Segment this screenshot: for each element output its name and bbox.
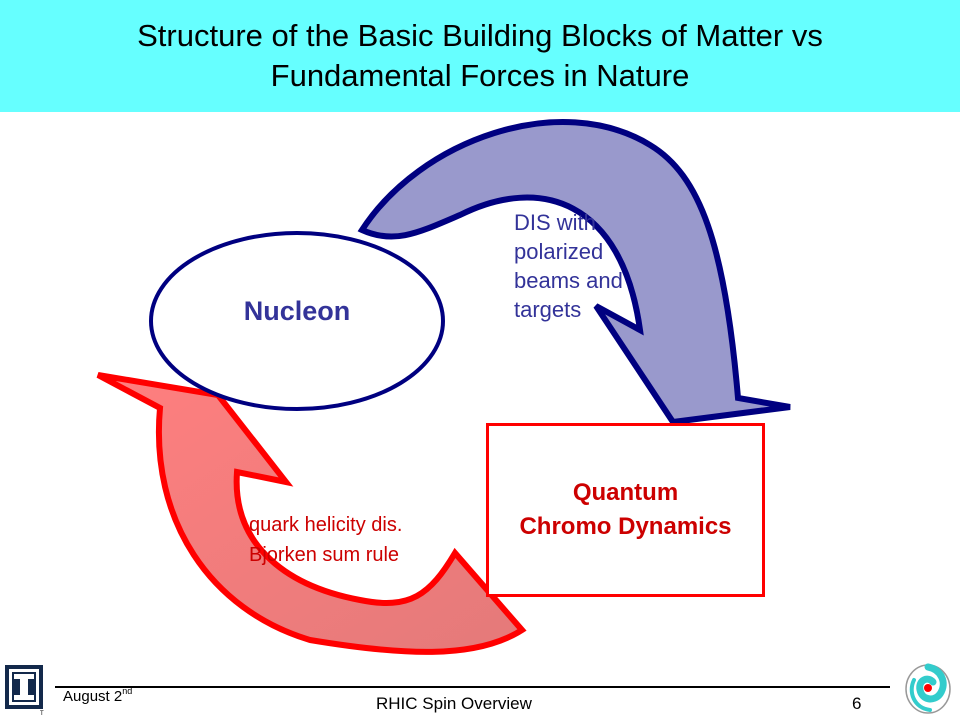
footer-date-text: August 2 — [63, 688, 123, 705]
slide-title-line-2: Fundamental Forces in Nature — [270, 58, 690, 93]
qcd-line-1: Quantum — [572, 479, 679, 506]
qcd-box: Quantum Chromo Dynamics — [486, 423, 765, 597]
title-bar: Structure of the Basic Building Blocks o… — [0, 0, 960, 112]
quark-annotation: quark helicity dis. Bjorken sum rule — [249, 510, 402, 570]
qcd-line-2: Chromo Dynamics — [519, 513, 732, 540]
dis-line-4: targets — [514, 297, 582, 322]
footer-title: RHIC Spin Overview — [376, 694, 532, 713]
quark-line-2: Bjorken sum rule — [249, 544, 400, 566]
footer-date-suffix: nd — [122, 686, 133, 696]
dis-line-3: beams and — [514, 268, 623, 293]
nucleon-label: Nucleon — [243, 296, 351, 326]
nucleon-ellipse — [149, 231, 445, 411]
footer-date: August 2nd — [63, 686, 133, 705]
dis-annotation: DIS with polarized beams and targets — [514, 208, 623, 324]
slide-title: Structure of the Basic Building Blocks o… — [137, 16, 823, 96]
blue-curved-arrow — [357, 119, 791, 426]
quark-line-1: quark helicity dis. — [249, 514, 403, 536]
dis-line-2: polarized — [514, 239, 604, 264]
footer-divider — [55, 686, 890, 688]
dis-line-1: DIS with — [514, 210, 596, 235]
red-curved-arrow — [96, 372, 527, 655]
page-number: 6 — [852, 694, 862, 713]
rhic-spin-logo — [905, 663, 951, 714]
svg-text:TM: TM — [40, 711, 44, 716]
university-logo: TM — [5, 665, 44, 716]
slide-title-line-1: Structure of the Basic Building Blocks o… — [137, 18, 823, 53]
